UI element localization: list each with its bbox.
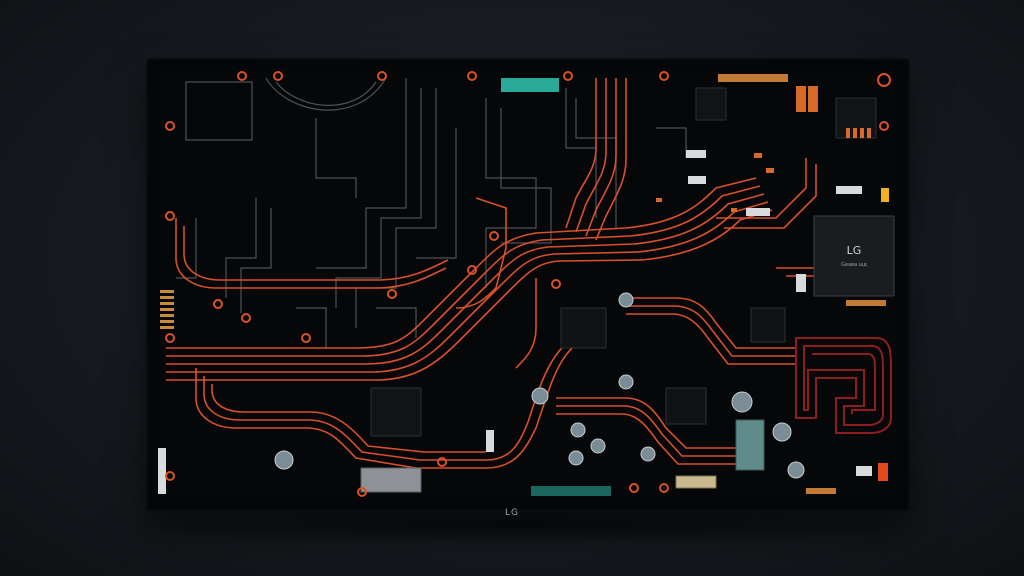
gray-traces: [176, 77, 687, 348]
chip-center-right: [665, 387, 707, 425]
chip-right-small: [750, 307, 786, 343]
metal-connector: [360, 467, 422, 493]
teal-connector: [501, 78, 559, 92]
left-edge-pins: [160, 290, 174, 329]
smd-components: [656, 86, 889, 494]
chip-label: LG: [847, 244, 862, 257]
main-chip: [813, 215, 895, 297]
chip-sublabel: Gеава шд: [841, 262, 867, 268]
white-components: [158, 150, 872, 494]
circuit-board: LG Gеава шд: [156, 68, 900, 498]
monitor: LG Gеава шд: [148, 60, 908, 510]
red-coil: [795, 337, 892, 434]
orange-traces: [166, 78, 865, 469]
bottom-logo: LG: [505, 508, 519, 518]
green-capacitor: [735, 419, 765, 471]
chip-top-right: [695, 87, 727, 121]
floor-shadow: [120, 505, 920, 545]
vias: [165, 71, 891, 497]
top-header: [718, 74, 788, 82]
capacitors: [274, 292, 805, 479]
chip-center: [560, 307, 607, 349]
bottom-slot: [531, 486, 611, 496]
chip-left: [370, 387, 422, 437]
port-connector: [675, 475, 717, 489]
